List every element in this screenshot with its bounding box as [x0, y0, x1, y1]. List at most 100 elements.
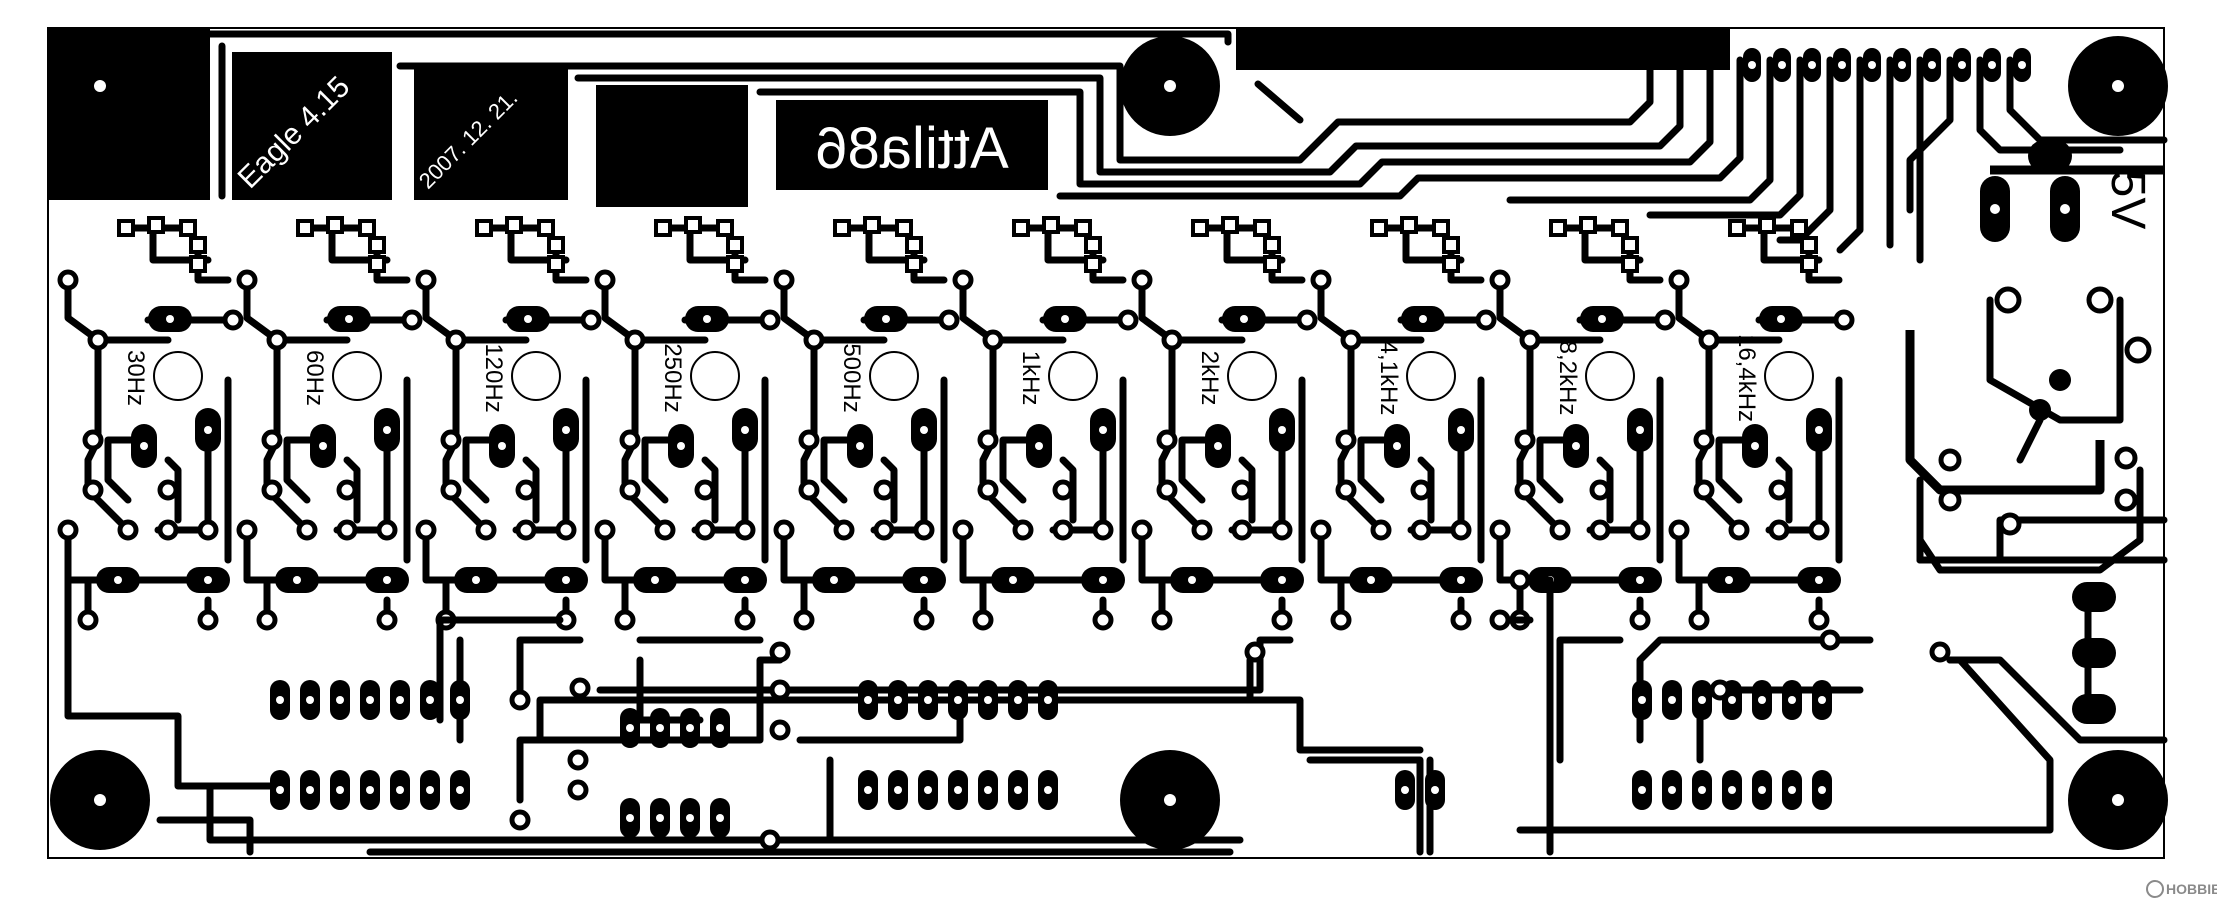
- round-pad: [1514, 479, 1536, 501]
- square-pad: [1621, 255, 1639, 273]
- round-pad: [440, 429, 462, 451]
- round-pad: [77, 609, 99, 631]
- ic-pin: [1812, 680, 1832, 720]
- square-pad: [179, 219, 197, 237]
- square-pad: [1074, 219, 1092, 237]
- square-pad: [1400, 216, 1418, 234]
- ic-pin: [1632, 770, 1652, 810]
- top-bus-traces: [206, 30, 2168, 264]
- connector-pin: [1983, 48, 2001, 82]
- round-pad: [1330, 609, 1352, 631]
- round-pad: [1310, 519, 1332, 541]
- ic-array: [270, 569, 1951, 851]
- square-pad: [1432, 219, 1450, 237]
- channel-freq-label: 8,2kHz: [1554, 341, 1581, 416]
- round-pad: [1271, 519, 1293, 541]
- connector-pin: [1773, 48, 1791, 82]
- round-pad: [1271, 609, 1293, 631]
- round-pad: [798, 479, 820, 501]
- ic-pin: [1692, 770, 1712, 810]
- round-pad: [1668, 519, 1690, 541]
- square-pad: [1549, 219, 1567, 237]
- round-pad: [1693, 429, 1715, 451]
- author-label: Attila86: [815, 116, 1008, 181]
- round-pad: [952, 519, 974, 541]
- round-pad: [1191, 519, 1213, 541]
- connector-pin: [1803, 48, 1821, 82]
- ic-pin: [1692, 680, 1712, 720]
- round-pad: [222, 309, 244, 331]
- ic-pin: [918, 680, 938, 720]
- ic-pin: [1038, 770, 1058, 810]
- square-pad: [475, 219, 493, 237]
- channel-freq-label: 4,1kHz: [1375, 341, 1402, 416]
- ic-pin: [620, 708, 640, 748]
- channel-group: 120Hz: [415, 216, 602, 631]
- ic-pin: [390, 680, 410, 720]
- square-pad: [654, 219, 672, 237]
- channel-freq-label: 2kHz: [1196, 351, 1223, 406]
- square-pad: [833, 219, 851, 237]
- round-pad: [938, 309, 960, 331]
- channel-group: 500Hz: [773, 216, 960, 631]
- round-pad: [515, 519, 537, 541]
- round-pad: [1768, 479, 1790, 501]
- round-pad: [1589, 519, 1611, 541]
- round-pad: [734, 519, 756, 541]
- connector-pin: [1863, 48, 1881, 82]
- round-pad: [694, 479, 716, 501]
- round-pad: [415, 519, 437, 541]
- round-pad: [555, 519, 577, 541]
- square-pad: [1728, 219, 1746, 237]
- square-pad: [863, 216, 881, 234]
- round-pad: [1410, 479, 1432, 501]
- round-pad: [1475, 309, 1497, 331]
- square-pad: [1253, 219, 1271, 237]
- mounting-hole-bottom-right: [2068, 750, 2168, 850]
- square-pad: [1012, 219, 1030, 237]
- ic-pin: [710, 798, 730, 838]
- channel-group: 2kHz: [1131, 216, 1318, 631]
- round-pad: [415, 269, 437, 291]
- round-pad: [1335, 479, 1357, 501]
- square-pad: [1263, 255, 1281, 273]
- channel-freq-label: 250Hz: [659, 343, 686, 412]
- round-pad: [236, 269, 258, 291]
- channel-freq-label: 16,4kHz: [1733, 334, 1760, 422]
- round-pad: [619, 479, 641, 501]
- round-pad: [1410, 519, 1432, 541]
- led-hole: [1406, 351, 1456, 401]
- round-pad: [1698, 329, 1720, 351]
- round-pad: [1629, 519, 1651, 541]
- round-pad: [614, 609, 636, 631]
- round-pad: [759, 309, 781, 331]
- square-pad: [1621, 236, 1639, 254]
- channel-freq-label: 1kHz: [1017, 351, 1044, 406]
- channel-freq-label: 60Hz: [301, 350, 328, 406]
- top-bar-copper: [1236, 28, 1730, 70]
- round-pad: [1450, 519, 1472, 541]
- round-pad: [509, 809, 531, 831]
- round-pad: [580, 309, 602, 331]
- round-pad: [1489, 269, 1511, 291]
- ic-pin: [620, 798, 640, 838]
- round-pad: [694, 519, 716, 541]
- mounting-hole-bottom-left: [50, 750, 150, 850]
- round-pad: [1833, 309, 1855, 331]
- round-pad: [1231, 519, 1253, 541]
- round-pad: [1629, 609, 1651, 631]
- led-hole: [690, 351, 740, 401]
- round-pad: [873, 479, 895, 501]
- led-hole: [1048, 351, 1098, 401]
- round-pad: [1156, 479, 1178, 501]
- ic-pin: [1008, 680, 1028, 720]
- round-pad: [977, 479, 999, 501]
- round-pad: [57, 519, 79, 541]
- round-pad: [197, 519, 219, 541]
- round-pad: [1514, 429, 1536, 451]
- round-pad: [1808, 519, 1830, 541]
- round-pad: [1052, 479, 1074, 501]
- ic-pin: [1008, 770, 1028, 810]
- square-pad: [726, 255, 744, 273]
